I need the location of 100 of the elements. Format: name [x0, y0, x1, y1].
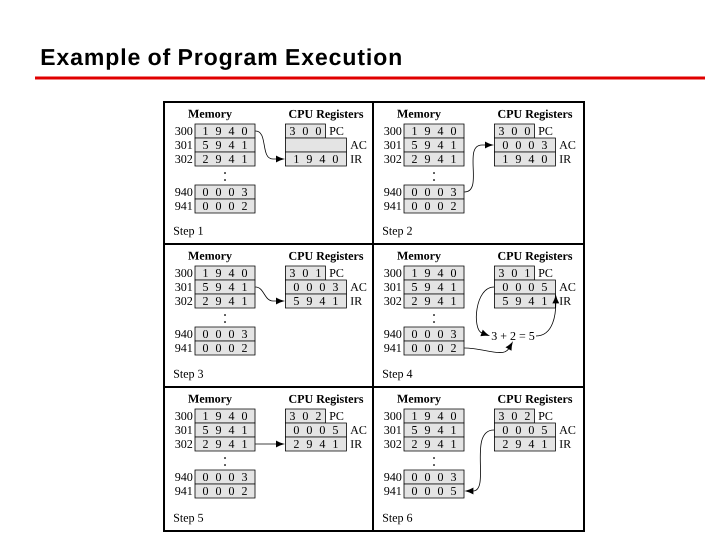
- register-box: 0 0 0 5: [494, 422, 556, 438]
- register-box: 3 0 0: [285, 124, 326, 138]
- registers-heading: CPU Registers: [289, 110, 364, 120]
- memory-cell: 1 9 4 0: [194, 124, 256, 138]
- memory-cell: 0 0 0 3: [194, 326, 256, 342]
- registers-heading: CPU Registers: [289, 252, 364, 262]
- register-name: PC: [538, 412, 552, 420]
- register-box: 3 0 0: [494, 124, 535, 138]
- memory-heading: Memory: [188, 394, 232, 406]
- memory-cell: 0 0 0 2: [404, 340, 464, 356]
- register-name: AC: [559, 426, 576, 434]
- memory-cell: 1 9 4 0: [404, 408, 464, 424]
- address-label: 300: [175, 268, 192, 278]
- register-name: PC: [538, 126, 552, 136]
- register-name: AC: [350, 282, 366, 292]
- register-box: 0 0 0 3: [494, 138, 556, 152]
- memory-heading: Memory: [188, 110, 232, 120]
- register-name: PC: [330, 126, 344, 136]
- address-label: 300: [384, 412, 402, 420]
- memory-cell: 0 0 0 2: [194, 340, 256, 356]
- address-label: 300: [175, 412, 192, 420]
- memory-cell: 5 9 4 1: [404, 422, 464, 438]
- memory-cell: 2 9 4 1: [404, 152, 464, 166]
- register-box: 0 0 0 5: [494, 280, 556, 294]
- step-label: Step 4: [383, 370, 412, 380]
- memory-cell: 0 0 0 3: [194, 184, 256, 200]
- step-label: Step 2: [383, 226, 412, 238]
- address-label: 301: [175, 282, 192, 292]
- register-name: IR: [560, 297, 572, 305]
- registers-heading: CPU Registers: [498, 110, 572, 120]
- arrow: [466, 430, 494, 494]
- memory-heading: Memory: [397, 252, 441, 262]
- address-label: 300: [175, 126, 192, 136]
- address-label: 941: [384, 344, 402, 352]
- register-box: 2 9 4 1: [285, 436, 347, 452]
- address-label: 301: [384, 426, 402, 434]
- step-label: Step 3: [174, 370, 204, 380]
- step-label: Step 5: [174, 514, 204, 524]
- address-label: 301: [175, 140, 192, 150]
- address-label: 941: [384, 202, 402, 210]
- memory-cell: 2 9 4 1: [404, 436, 464, 452]
- memory-cell: 2 9 4 1: [194, 294, 256, 308]
- memory-cell: 0 0 0 5: [404, 484, 464, 498]
- address-label: 941: [175, 344, 192, 352]
- memory-cell: 2 9 4 1: [194, 152, 256, 166]
- register-box: 0 0 0 3: [285, 280, 347, 294]
- memory-cell: 5 9 4 1: [194, 280, 256, 294]
- register-box: 5 9 4 1: [494, 294, 556, 308]
- address-label: 302: [175, 440, 192, 448]
- memory-cell: 1 9 4 0: [194, 266, 256, 280]
- register-name: AC: [559, 282, 576, 292]
- register-name: IR: [560, 440, 572, 448]
- memory-cell: 5 9 4 1: [404, 138, 464, 152]
- address-label: 300: [384, 126, 402, 136]
- address-label: 301: [175, 426, 192, 434]
- address-label: 940: [384, 188, 402, 196]
- register-name: AC: [350, 140, 366, 150]
- sum-text: 3 + 2 = 5: [492, 332, 534, 340]
- memory-cell: 0 0 0 3: [404, 326, 464, 342]
- memory-cell: 2 9 4 1: [194, 436, 256, 452]
- arrow: [464, 142, 493, 192]
- memory-cell: 5 9 4 1: [194, 422, 256, 438]
- register-box: 0 0 0 5: [285, 422, 347, 438]
- address-label: 940: [384, 472, 402, 482]
- arrow: [476, 286, 494, 336]
- arrow: [464, 342, 513, 353]
- address-label: 302: [384, 154, 402, 164]
- registers-heading: CPU Registers: [498, 394, 572, 406]
- memory-cell: 5 9 4 1: [404, 280, 464, 294]
- register-name: IR: [350, 297, 362, 305]
- address-label: 940: [175, 472, 192, 482]
- register-box: 5 9 4 1: [285, 294, 347, 308]
- memory-cell: 1 9 4 0: [404, 124, 464, 138]
- register-name: IR: [350, 440, 362, 448]
- register-box: 3 0 1: [494, 266, 535, 280]
- address-label: 940: [175, 330, 192, 338]
- register-box: 3 0 2: [494, 408, 535, 424]
- memory-cell: 1 9 4 0: [194, 408, 256, 424]
- register-name: IR: [350, 155, 362, 163]
- step-label: Step 1: [174, 226, 203, 238]
- arrow: [255, 286, 284, 304]
- step-label: Step 6: [383, 514, 412, 524]
- register-name: PC: [330, 412, 344, 420]
- address-label: 941: [175, 486, 192, 496]
- address-label: 302: [175, 154, 192, 164]
- register-box: 3 0 1: [285, 266, 326, 280]
- memory-cell: 0 0 0 3: [404, 184, 464, 200]
- title: Example of Program Execution: [42, 48, 401, 70]
- memory-cell: 5 9 4 1: [194, 138, 256, 152]
- address-label: 302: [384, 440, 402, 448]
- address-label: 302: [175, 296, 192, 306]
- memory-cell: 0 0 0 2: [194, 198, 256, 214]
- memory-cell: 0 0 0 2: [404, 198, 464, 214]
- register-name: PC: [330, 268, 344, 278]
- memory-cell: 2 9 4 1: [404, 294, 464, 308]
- arrow: [255, 130, 284, 162]
- address-label: 301: [384, 140, 402, 150]
- register-name: AC: [559, 140, 576, 150]
- register-box: 2 9 4 1: [494, 436, 556, 452]
- registers-heading: CPU Registers: [498, 252, 572, 262]
